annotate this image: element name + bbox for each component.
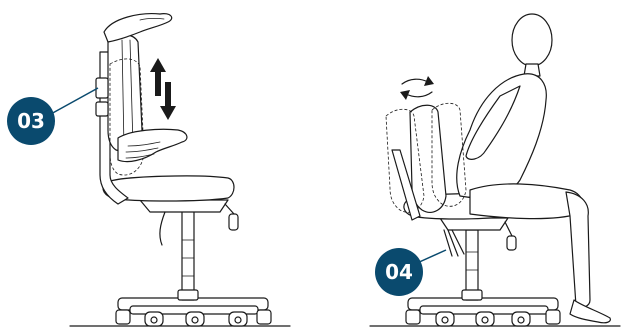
callout-label-03: 03 <box>17 109 45 133</box>
left-panel: 03 <box>7 13 291 327</box>
height-adjust-knob <box>95 77 109 99</box>
backrest-ghost-right-2 <box>431 102 467 207</box>
backrest-ghost-left <box>109 58 145 176</box>
lower-hand-left <box>117 128 188 163</box>
chair-base-right <box>405 297 561 327</box>
backrest-right <box>409 104 447 213</box>
seated-figure <box>456 13 611 324</box>
tilt-lever <box>443 229 453 257</box>
right-panel: 04 <box>369 13 621 327</box>
gas-cylinder-right <box>461 229 483 301</box>
callout-badge-04 <box>375 248 423 296</box>
caster-icon <box>115 309 272 327</box>
curved-double-arrow-icon <box>400 76 434 100</box>
upper-hand-left <box>103 13 173 43</box>
seat-mechanism-right <box>439 217 517 251</box>
vertical-double-arrow-icon <box>150 58 176 120</box>
chair-base-left <box>115 297 272 327</box>
callout-badge-03 <box>7 97 55 145</box>
caster-icon <box>405 309 561 327</box>
gas-cylinder-left <box>177 209 199 301</box>
callout-label-04: 04 <box>385 260 413 284</box>
backrest-bar-right <box>391 149 421 221</box>
